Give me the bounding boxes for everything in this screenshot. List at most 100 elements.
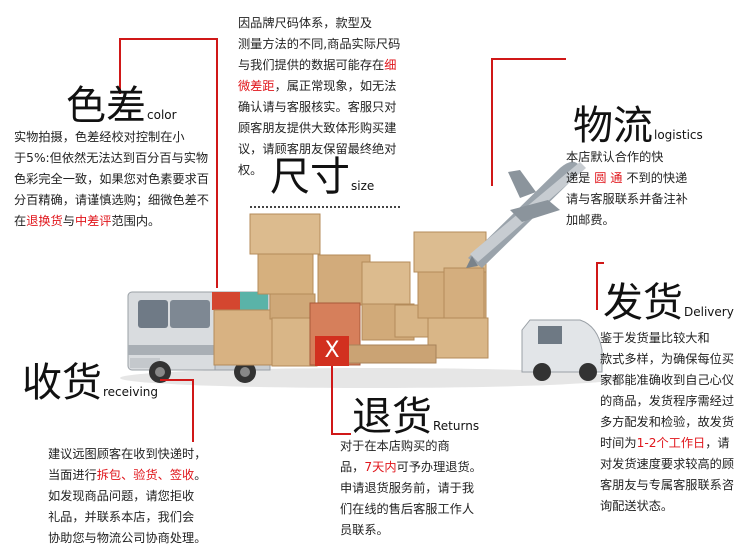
text-line: 品，7天内可予办理退货。	[340, 457, 510, 478]
text-segment: 款式多样，为确保每位买	[600, 352, 735, 366]
size-measure-line	[250, 206, 400, 208]
text-segment: 询配送状态。	[600, 499, 674, 513]
highlight-text: 7天内	[364, 460, 397, 474]
text-segment: 。	[194, 468, 207, 482]
logistics-text: 本店默认合作的快递是 圆 通 不到的快递请与客服联系并备注补加邮费。	[566, 147, 746, 231]
delivery-text: 鉴于发货量比较大和款式多样，为确保每位买家都能准确收到自己心仪的商品，发货程序需…	[600, 328, 750, 517]
logistics-title: 物流logistics	[573, 103, 703, 149]
text-segment: 实物拍摄，色差经校对控制在小	[14, 130, 185, 144]
text-line: 分百精确，请谨慎选购；细微色差不	[14, 190, 214, 211]
color-text: 实物拍摄，色差经校对控制在小于5%:但依然无法达到百分百与实物色彩完全一致，如果…	[14, 127, 214, 232]
highlight-text: 细	[384, 58, 397, 72]
text-line: 时间为1-2个工作日，请	[600, 433, 750, 454]
highlight-text: 中差评	[74, 214, 112, 228]
text-segment: ，请	[705, 436, 730, 450]
text-line: 加邮费。	[566, 210, 746, 231]
text-line: 申请退货服务前，请于我	[340, 478, 510, 499]
text-line: 请与客服联系并备注补	[566, 189, 746, 210]
van-icon	[521, 319, 603, 381]
text-segment: 范围内。	[111, 214, 161, 228]
text-segment: 请与客服联系并备注补	[566, 192, 688, 206]
box-x-mark: X	[324, 338, 340, 363]
text-segment: 鉴于发货量比较大和	[600, 331, 710, 345]
connector-size-v	[216, 38, 218, 288]
text-segment: 不到的快递	[622, 171, 688, 185]
connector-delivery-v	[596, 262, 598, 310]
text-line: 建议远图顾客在收到快递时，	[48, 444, 248, 465]
text-segment: 色彩完全一致，如果您对色素要求百	[14, 172, 209, 186]
highlight-text: 微差距	[238, 79, 275, 93]
text-line: 礼品，并联系本店，我们会	[48, 507, 248, 528]
text-segment: 们在线的售后客服工作人	[340, 502, 475, 516]
text-segment: 顾客朋友提供大致体形购买建	[238, 121, 397, 135]
text-segment: 加邮费。	[566, 213, 615, 227]
cardboard-boxes-icon	[212, 213, 489, 367]
receiving-title: 收货receiving	[22, 360, 159, 406]
text-line: 多方配发和检验，故发货	[600, 412, 750, 433]
delivery-title: 发货Delivery	[603, 280, 734, 326]
text-segment: 权。	[238, 163, 263, 177]
text-segment: 议，请顾客朋友保留最终绝对	[238, 142, 397, 156]
connector-logistics-v	[491, 58, 493, 186]
connector-color-v	[119, 38, 121, 94]
connector-color-h	[119, 38, 218, 40]
text-line: 确认请与客服核实。客服只对	[238, 97, 418, 118]
text-line: 顾客朋友提供大致体形购买建	[238, 118, 418, 139]
connector-logistics-h	[491, 58, 566, 60]
text-line: 的商品，发货程序需经过	[600, 391, 750, 412]
size-title: 尺寸size	[270, 154, 375, 200]
text-line: 权。	[238, 160, 418, 181]
text-line: 协助您与物流公司协商处理。	[48, 528, 248, 549]
text-segment: 对发货速度要求较高的顾	[600, 457, 735, 471]
text-line: 色彩完全一致，如果您对色素要求百	[14, 169, 214, 190]
text-segment: 与	[62, 214, 75, 228]
text-line: 实物拍摄，色差经校对控制在小	[14, 127, 214, 148]
text-line: 家都能准确收到自己心仪	[600, 370, 750, 391]
returns-text: 对于在本店购买的商品，7天内可予办理退货。申请退货服务前，请于我们在线的售后客服…	[340, 436, 510, 541]
text-segment: 在	[14, 214, 27, 228]
text-segment: 与我们提供的数据可能存在	[238, 58, 385, 72]
text-line: 微差距，属正常现象，如无法	[238, 76, 418, 97]
text-segment: 多方配发和检验，故发货	[600, 415, 735, 429]
highlight-text: 1-2个工作日	[636, 436, 706, 450]
text-segment: 的商品，发货程序需经过	[600, 394, 735, 408]
text-line: 当面进行拆包、验货、签收。	[48, 465, 248, 486]
text-segment: 本店默认合作的快	[566, 150, 664, 164]
text-line: 客朋友与专属客服联系咨	[600, 475, 750, 496]
text-segment: 协助您与物流公司协商处理。	[48, 531, 207, 545]
text-segment: 时间为	[600, 436, 637, 450]
text-segment: 测量方法的不同,商品实际尺码	[238, 37, 401, 51]
connector-delivery-h	[596, 262, 604, 264]
text-segment: 如发现商品问题，请您拒收	[48, 489, 195, 503]
text-segment: 对于在本店购买的商	[340, 439, 450, 453]
text-line: 鉴于发货量比较大和	[600, 328, 750, 349]
returns-title: 退货Returns	[352, 394, 480, 440]
size-text: 因品牌尺码体系，款型及测量方法的不同,商品实际尺码与我们提供的数据可能存在细微差…	[238, 13, 418, 181]
highlight-text: 退换货	[26, 214, 63, 228]
text-line: 与我们提供的数据可能存在细	[238, 55, 418, 76]
connector-returns-h	[331, 433, 351, 435]
text-line: 对发货速度要求较高的顾	[600, 454, 750, 475]
airplane-icon	[466, 161, 586, 268]
text-line: 对于在本店购买的商	[340, 436, 510, 457]
text-segment: 品，	[340, 460, 365, 474]
text-segment: 申请退货服务前，请于我	[340, 481, 475, 495]
connector-receiving-v	[192, 379, 194, 442]
text-segment: 家都能准确收到自己心仪	[600, 373, 735, 387]
text-segment: 建议远图顾客在收到快递时，	[48, 447, 207, 461]
text-line: 于5%:但依然无法达到百分百与实物	[14, 148, 214, 169]
text-line: 们在线的售后客服工作人	[340, 499, 510, 520]
highlight-text: 拆包、验货、签收	[96, 468, 195, 482]
text-line: 测量方法的不同,商品实际尺码	[238, 34, 418, 55]
text-segment: 分百精确，请谨慎选购；细微色差不	[14, 193, 209, 207]
text-line: 款式多样，为确保每位买	[600, 349, 750, 370]
text-segment: 可予办理退货。	[396, 460, 482, 474]
text-line: 议，请顾客朋友保留最终绝对	[238, 139, 418, 160]
connector-returns-v	[331, 366, 333, 435]
text-line: 如发现商品问题，请您拒收	[48, 486, 248, 507]
text-line: 在退换货与中差评范围内。	[14, 211, 214, 232]
text-line: 员联系。	[340, 520, 510, 541]
text-segment: 因品牌尺码体系，款型及	[238, 16, 373, 30]
connector-receiving-h	[160, 379, 194, 381]
